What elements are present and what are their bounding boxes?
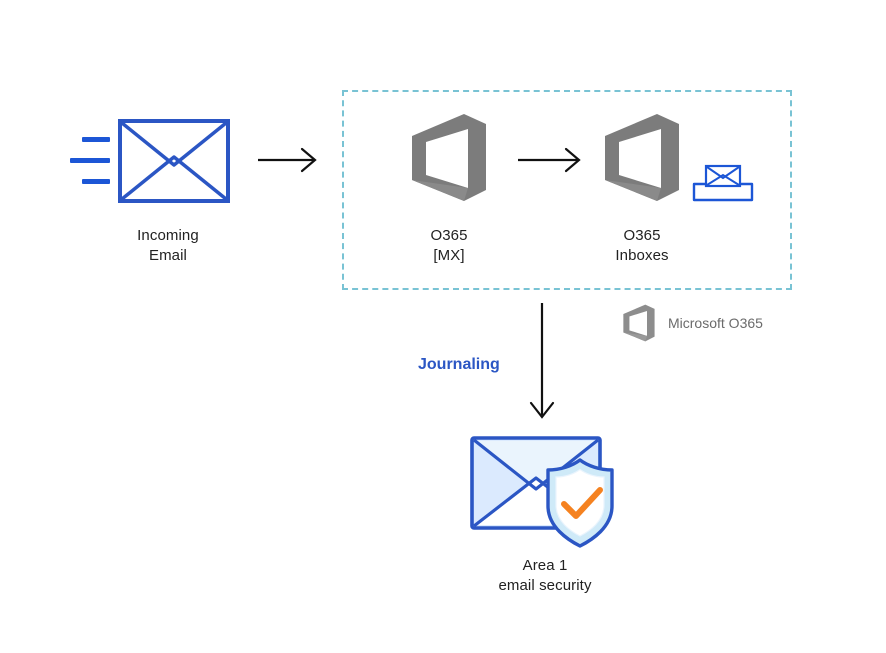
inbox-envelope-icon [692, 164, 754, 202]
envelope-flap [120, 121, 228, 167]
office-365-logo-small [623, 304, 655, 342]
arrow-right-icon [258, 147, 317, 173]
journaling-label: Journaling [418, 356, 500, 373]
area1-node[interactable] [466, 432, 634, 550]
inbox-letter-flap [706, 166, 740, 180]
o365-inboxes-label: O365 Inboxes [615, 227, 669, 264]
shielded-envelope-icon [470, 436, 614, 548]
shield-check-icon [561, 487, 603, 519]
arrow-right-icon [518, 147, 581, 173]
office-365-logo [412, 114, 486, 201]
o365-mx-label: O365 [MX] [430, 227, 468, 264]
motion-line-top [82, 137, 110, 142]
motion-line-middle [70, 158, 110, 163]
inbox-letter-fold [706, 173, 740, 186]
incoming-email-node[interactable] [70, 115, 235, 210]
area1-envelope-flap [473, 438, 599, 491]
envelope-icon [70, 119, 230, 203]
connector-inboxes-to-area1 [524, 303, 560, 423]
connector-mx-to-inboxes [518, 145, 586, 175]
motion-line-bottom [82, 179, 110, 184]
microsoft-o365-boundary-box [342, 90, 792, 290]
o365-mx-node[interactable] [404, 110, 494, 205]
area1-label: Area 1 email security [498, 557, 592, 594]
legend-o365-icon-wrap [620, 303, 658, 343]
o365-inbox-badge [692, 162, 754, 204]
connector-incoming-to-mx [258, 145, 320, 175]
shield-inner [555, 468, 605, 537]
arrow-down-icon [529, 303, 555, 419]
o365-inboxes-node[interactable] [597, 110, 687, 205]
incoming-email-label: Incoming Email [137, 227, 199, 264]
office-365-logo [605, 114, 679, 201]
area1-envelope-flap-fill [475, 441, 597, 489]
envelope-fold [120, 155, 228, 201]
legend-label: Microsoft O365 [668, 315, 763, 331]
